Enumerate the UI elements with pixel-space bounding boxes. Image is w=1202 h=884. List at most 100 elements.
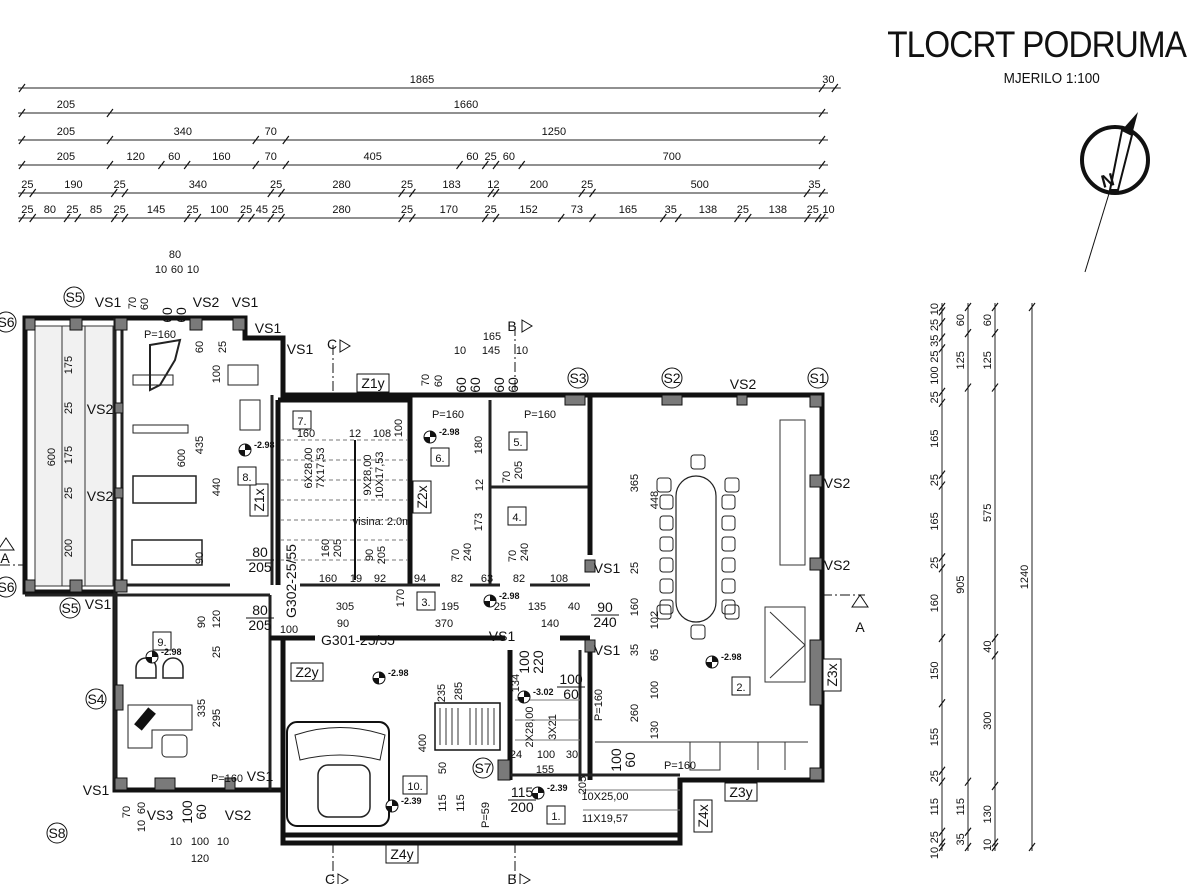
inner-dimension: 108 (550, 573, 568, 585)
inner-dimension: 25 (629, 562, 641, 574)
inner-dimension: 235 (436, 684, 448, 702)
stair-note: 11X19,57 (582, 813, 628, 825)
dimension-tick (734, 213, 741, 223)
dimension-value: 100 (210, 204, 228, 216)
inner-dimension: 295 (211, 709, 223, 727)
wall-type-label: VS1 (255, 320, 282, 336)
dimension-tick (456, 160, 464, 170)
inner-dimension: 175 (63, 356, 75, 374)
elevation-icon-fill (239, 444, 251, 456)
inner-dimension: 40 (568, 601, 580, 613)
opening-width: 100 (516, 650, 532, 674)
inner-dimension: 24 (510, 749, 522, 761)
light-well (34, 325, 114, 587)
inner-dimension: 10 (217, 836, 229, 848)
inner-dimension: 70 (450, 549, 462, 561)
chair (659, 494, 674, 510)
columns (24, 317, 823, 837)
dimension-tick (278, 188, 285, 198)
inner-dimension: 400 (417, 734, 429, 752)
inner-dimension: 130 (649, 721, 661, 739)
grid-marker-s7: S7 (474, 760, 491, 776)
inner-dimension: 90 (194, 552, 206, 564)
dimension-tick (121, 213, 129, 223)
kitchen-counter (595, 419, 808, 771)
inner-dimension: 100 (393, 419, 405, 437)
dimension-tick (991, 328, 999, 338)
chair (659, 578, 674, 594)
dimension-value: 575 (982, 504, 994, 522)
dimension-tick (492, 188, 500, 198)
dimension-tick (63, 213, 71, 223)
dimension-tick (106, 108, 114, 118)
inner-dimension: 205 (577, 776, 589, 794)
dimension-tick (938, 563, 946, 573)
dimension-tick (938, 827, 946, 837)
grid-marker-circle (807, 367, 829, 389)
dimension-tick (282, 135, 290, 145)
dimension-tick (237, 213, 245, 223)
inner-dimension: 82 (513, 573, 525, 585)
dimension-value: 25 (21, 179, 33, 191)
chair (659, 515, 674, 531)
inner-dimension: 100 (191, 836, 209, 848)
opening-height: 60 (173, 307, 189, 323)
dimension-value: 35 (665, 204, 677, 216)
grid-marker-s5: S5 (61, 600, 78, 616)
room-number: 2. (736, 682, 745, 694)
dimension-tick (282, 160, 290, 170)
elevation-value: -2.98 (254, 440, 275, 450)
stair-note: 7X17,53 (315, 448, 327, 489)
dimension-value: 25 (66, 204, 78, 216)
dimension-value: 25 (929, 557, 941, 569)
opening-height: 60 (622, 752, 638, 768)
elevation-icon-fill (532, 787, 544, 799)
wall-type-label: VS1 (232, 294, 259, 310)
dimension-value: 205 (57, 151, 75, 163)
inner-dimension: 25 (211, 646, 223, 658)
dimension-tick (938, 333, 946, 342)
chairs (656, 454, 740, 640)
elevation-value: -2.98 (439, 427, 460, 437)
dimension-tick (818, 135, 826, 145)
dimension-tick (29, 188, 37, 198)
dimension-value: 10 (982, 839, 994, 851)
dimension-tick (492, 160, 500, 170)
dimension-value: 120 (126, 151, 144, 163)
zone-tag: Z1x (249, 483, 269, 517)
dimension-tick (938, 344, 946, 353)
dimension-value: 70 (265, 151, 277, 163)
dimension-tick (408, 213, 416, 223)
chair (659, 557, 674, 573)
dimension-tick (408, 188, 416, 198)
stair-note: 2X28,00 (524, 707, 536, 748)
dimension-tick (106, 135, 114, 145)
inner-dimension: 63 (481, 573, 493, 585)
room-number: 6. (435, 453, 444, 465)
inner-dimension: 205 (332, 539, 344, 557)
beam-label: G301-25/55 (321, 632, 395, 648)
dimension-tick (938, 766, 946, 776)
dimension-value: 60 (982, 314, 994, 326)
section-mark-a: A (855, 619, 865, 635)
stair-note: 10X25,00 (581, 791, 628, 803)
chair (721, 578, 736, 594)
wall-type-label: VS1 (95, 294, 122, 310)
opening-width: 100 (608, 748, 624, 772)
wall-type-label: VS2 (824, 557, 851, 573)
opening-width: 90 (597, 599, 613, 615)
dimension-tick (991, 651, 999, 660)
zone-box (412, 480, 432, 514)
dimension-tick (183, 160, 191, 170)
inner-dimension: 305 (336, 601, 354, 613)
wall-type-label: VS3 (147, 807, 174, 823)
dimension-value: 125 (955, 351, 967, 369)
inner-dimension: 19 (350, 573, 362, 585)
gym-equipment (131, 338, 261, 566)
elevation-value: -2.39 (401, 796, 422, 806)
dimension-tick (157, 160, 165, 170)
opening-width: 100 (179, 800, 195, 824)
inner-dimension: 100 (280, 624, 298, 636)
dimension-tick (492, 213, 500, 223)
dimension-tick (110, 188, 118, 198)
